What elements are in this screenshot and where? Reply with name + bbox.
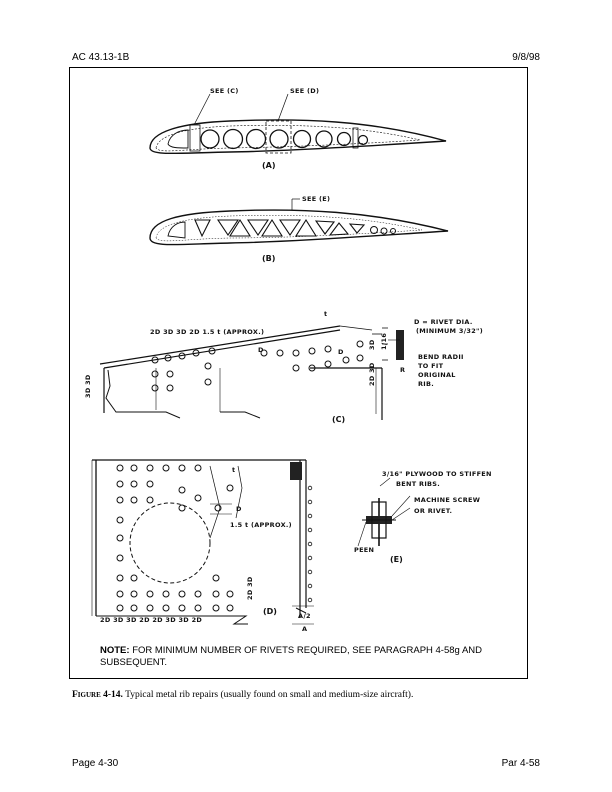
view-c-label: (C) xyxy=(332,415,345,424)
note-label: NOTE: xyxy=(100,645,130,656)
rib-label: RIB. xyxy=(418,380,434,388)
caption-text: Typical metal rib repairs (usually found… xyxy=(125,690,414,700)
r-label: 1/16 xyxy=(380,333,388,350)
bend-radii-label: BEND RADII xyxy=(418,353,464,361)
rib-repair-drawing: SEE (C) SEE (D) (A) SEE (E) xyxy=(84,87,492,633)
bent-ribs-label: BENT RIBS. xyxy=(396,480,440,488)
note-text: FOR MINIMUM NUMBER OF RIVETS REQUIRED, S… xyxy=(100,645,482,668)
dim-3d3d-label: 3D 3D xyxy=(84,374,92,398)
d-mark-c2: D xyxy=(338,348,344,356)
dim-2d3d-d-label: 2D 3D xyxy=(246,576,254,600)
rivet-min-label: (MINIMUM 3/32") xyxy=(416,327,483,335)
footer-page: Page 4-30 xyxy=(72,758,119,769)
peen-label: PEEN xyxy=(354,546,374,554)
rivet-dia-label: D = RIVET DIA. xyxy=(414,318,473,326)
original-label: ORIGINAL xyxy=(418,371,456,379)
figure-frame: SEE (C) SEE (D) (A) SEE (E) xyxy=(69,67,528,679)
view-b-label: (B) xyxy=(262,254,275,263)
see-d-label: SEE (D) xyxy=(290,87,319,95)
dim-3d-label: 3D xyxy=(368,339,376,350)
footer-par: Par 4-58 xyxy=(501,758,540,769)
view-d-label: (D) xyxy=(263,607,277,616)
view-c-repair: 2D 3D 3D 2D 1.5 t (APPROX.) t D D D = RI… xyxy=(84,310,483,424)
figure-caption: Figure 4-14. Typical metal rib repairs (… xyxy=(72,690,413,700)
caption-label: Figure 4-14. xyxy=(72,690,123,700)
or-rivet-label: OR RIVET. xyxy=(414,507,452,515)
see-e-label: SEE (E) xyxy=(302,195,330,203)
t-mark-d: t xyxy=(232,466,235,474)
header-doc-id: AC 43.13-1B xyxy=(72,52,130,63)
d-mark-c: D xyxy=(258,346,264,354)
plywood-label: 3/16" PLYWOOD TO STIFFEN xyxy=(382,470,492,478)
d-mark-d: D xyxy=(236,505,242,513)
figure-note: NOTE: FOR MINIMUM NUMBER OF RIVETS REQUI… xyxy=(100,645,510,669)
view-d-repair: t D 1.5 t (APPROX.) 2D 3D 3D 2D 2D 3D 3D… xyxy=(91,459,314,633)
view-b-rib: SEE (E) (B) xyxy=(149,195,449,263)
a-half-label: A/2 xyxy=(298,612,311,620)
view-a-rib: SEE (C) SEE (D) (A) xyxy=(149,87,447,170)
spacing-c-label: 2D 3D 3D 2D 1.5 t (APPROX.) xyxy=(150,328,264,336)
see-c-label: SEE (C) xyxy=(210,87,239,95)
spacing-d-label: 2D 3D 3D 2D 2D 3D 3D 2D xyxy=(100,616,202,624)
view-e-label: (E) xyxy=(390,555,403,564)
approx-d-label: 1.5 t (APPROX.) xyxy=(230,521,292,529)
view-a-label: (A) xyxy=(262,161,276,170)
machine-screw-label: MACHINE SCREW xyxy=(414,496,480,504)
to-fit-label: TO FIT xyxy=(418,362,444,370)
a-mark-label: A xyxy=(302,625,307,633)
header-date: 9/8/98 xyxy=(512,52,540,63)
dim-2d3d-label: 2D 3D xyxy=(368,362,376,386)
t-mark-c: t xyxy=(324,310,327,318)
r-mark: R xyxy=(400,366,405,374)
view-e-detail: 3/16" PLYWOOD TO STIFFEN BENT RIBS. MACH… xyxy=(354,470,492,564)
